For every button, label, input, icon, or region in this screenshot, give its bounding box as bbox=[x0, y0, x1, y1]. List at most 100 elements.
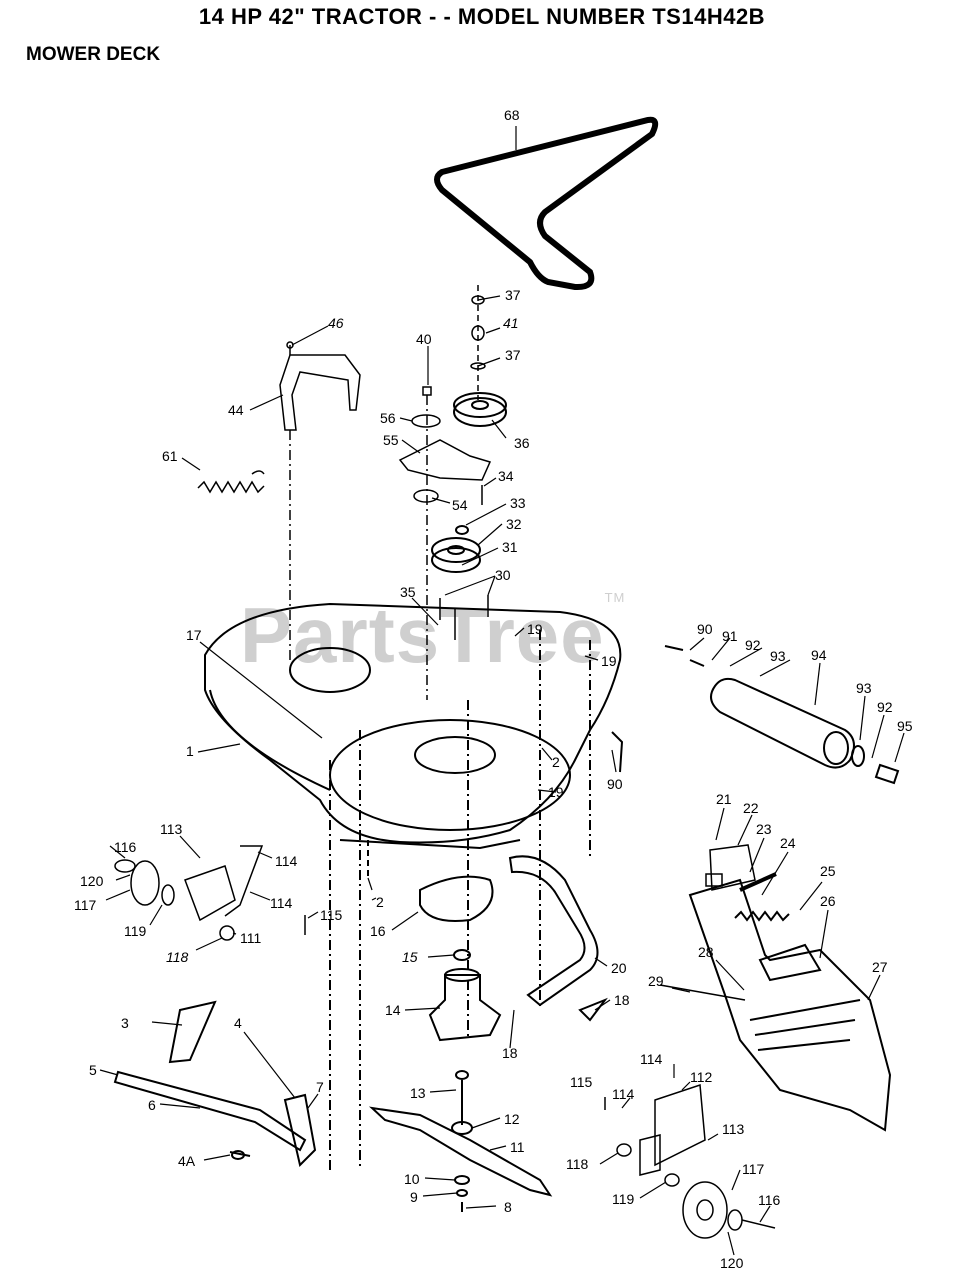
callout-33: 33 bbox=[510, 495, 526, 511]
callout-117a: 117 bbox=[74, 897, 97, 913]
callout-19a: 19 bbox=[527, 621, 543, 637]
callout-2b: 2 bbox=[376, 894, 384, 910]
callout-111: 111 bbox=[240, 930, 261, 946]
callout-114a: 114 bbox=[275, 853, 298, 869]
callout-22: 22 bbox=[743, 800, 759, 816]
callout-1: 1 bbox=[186, 743, 194, 759]
idler-bracket-44 bbox=[279, 341, 361, 660]
callout-92a: 92 bbox=[745, 637, 761, 653]
callout-44: 44 bbox=[228, 402, 244, 418]
callout-92b: 92 bbox=[877, 699, 893, 715]
callout-19b: 19 bbox=[601, 653, 617, 669]
callout-16: 16 bbox=[370, 923, 386, 939]
callout-93a: 93 bbox=[770, 648, 786, 664]
callout-24: 24 bbox=[780, 835, 796, 851]
callout-114b: 114 bbox=[270, 895, 293, 911]
callout-119b: 119 bbox=[612, 1191, 635, 1207]
callout-93b: 93 bbox=[856, 680, 872, 696]
callout-4A: 4A bbox=[178, 1153, 196, 1169]
idler-assembly-112 bbox=[604, 1083, 776, 1239]
callout-37b: 37 bbox=[505, 347, 521, 363]
callout-35: 35 bbox=[400, 584, 416, 600]
callout-94: 94 bbox=[811, 647, 827, 663]
callout-118b: 118 bbox=[566, 1156, 589, 1172]
discharge-chute-27 bbox=[688, 872, 892, 1132]
callout-114c: 114 bbox=[640, 1051, 663, 1067]
pulley-32 bbox=[431, 525, 481, 573]
callout-116b: 116 bbox=[758, 1192, 781, 1208]
page-title: 14 HP 42" TRACTOR - - MODEL NUMBER TS14H… bbox=[198, 4, 766, 29]
callout-10: 10 bbox=[404, 1171, 420, 1187]
callout-116a: 116 bbox=[114, 839, 137, 855]
callout-labels: 68 37 40 41 37 46 44 56 55 36 34 61 54 3… bbox=[74, 107, 913, 1271]
callout-31: 31 bbox=[502, 539, 518, 555]
callout-6: 6 bbox=[148, 1097, 156, 1113]
callout-18b: 18 bbox=[502, 1045, 518, 1061]
callout-12: 12 bbox=[504, 1111, 520, 1127]
callout-3: 3 bbox=[121, 1015, 129, 1031]
callout-37a: 37 bbox=[505, 287, 521, 303]
leader-lines bbox=[99, 126, 905, 1256]
callout-61: 61 bbox=[162, 448, 178, 464]
callout-28: 28 bbox=[698, 944, 714, 960]
callout-11: 11 bbox=[510, 1139, 525, 1155]
callout-26: 26 bbox=[820, 893, 836, 909]
callout-2a: 2 bbox=[552, 754, 560, 770]
callout-32: 32 bbox=[506, 516, 522, 532]
callout-4: 4 bbox=[234, 1015, 242, 1031]
callout-17: 17 bbox=[186, 627, 202, 643]
belt-68 bbox=[434, 116, 659, 291]
callout-21: 21 bbox=[716, 791, 732, 807]
bolts-30-35 bbox=[439, 595, 489, 640]
callout-55: 55 bbox=[383, 432, 399, 448]
belt-guard-20 bbox=[508, 855, 608, 1022]
callout-13: 13 bbox=[410, 1085, 426, 1101]
callout-34: 34 bbox=[498, 468, 514, 484]
callout-56: 56 bbox=[380, 410, 396, 426]
callout-5: 5 bbox=[89, 1062, 97, 1078]
callout-114d: 114 bbox=[612, 1086, 635, 1102]
callout-95: 95 bbox=[897, 718, 913, 734]
spindle-housing-14 bbox=[419, 875, 502, 1135]
callout-41: 41 bbox=[503, 315, 519, 331]
callout-117b: 117 bbox=[742, 1161, 765, 1177]
callout-115a: 115 bbox=[320, 907, 343, 923]
callout-90b: 90 bbox=[607, 776, 623, 792]
callout-14: 14 bbox=[385, 1002, 401, 1018]
callout-30: 30 bbox=[495, 567, 511, 583]
callout-91: 91 bbox=[722, 628, 738, 644]
callout-8: 8 bbox=[504, 1199, 512, 1215]
callout-120a: 120 bbox=[80, 873, 104, 889]
gauge-roller-94 bbox=[611, 645, 900, 785]
callout-29: 29 bbox=[648, 973, 664, 989]
pulley-36 bbox=[453, 392, 507, 427]
callout-9: 9 bbox=[410, 1189, 418, 1205]
callout-36: 36 bbox=[514, 435, 530, 451]
deck-hanger-assembly bbox=[113, 1000, 317, 1167]
callout-20: 20 bbox=[611, 960, 627, 976]
callout-19c: 19 bbox=[548, 784, 564, 800]
mower-deck-housing bbox=[204, 602, 622, 1170]
callout-7: 7 bbox=[316, 1079, 324, 1095]
callout-118a: 118 bbox=[166, 949, 189, 965]
callout-90a: 90 bbox=[697, 621, 713, 637]
callout-54: 54 bbox=[452, 497, 468, 513]
spindle-hardware-stack bbox=[422, 285, 486, 700]
idler-arm-55 bbox=[398, 414, 492, 505]
callout-46: 46 bbox=[328, 315, 344, 331]
callout-40: 40 bbox=[416, 331, 432, 347]
callout-23: 23 bbox=[756, 821, 772, 837]
section-title: MOWER DECK bbox=[26, 44, 161, 65]
callout-15: 15 bbox=[402, 949, 418, 965]
callout-119a: 119 bbox=[124, 923, 147, 939]
callout-113b: 113 bbox=[722, 1121, 745, 1137]
watermark: PartsTreeTM bbox=[240, 590, 626, 679]
callout-27: 27 bbox=[872, 959, 888, 975]
callout-115b: 115 bbox=[570, 1074, 593, 1090]
callout-112: 112 bbox=[690, 1069, 713, 1085]
callout-25: 25 bbox=[820, 863, 836, 879]
chute-bracket-23 bbox=[659, 844, 790, 1001]
callout-113a: 113 bbox=[160, 821, 183, 837]
callout-120b: 120 bbox=[720, 1255, 744, 1271]
